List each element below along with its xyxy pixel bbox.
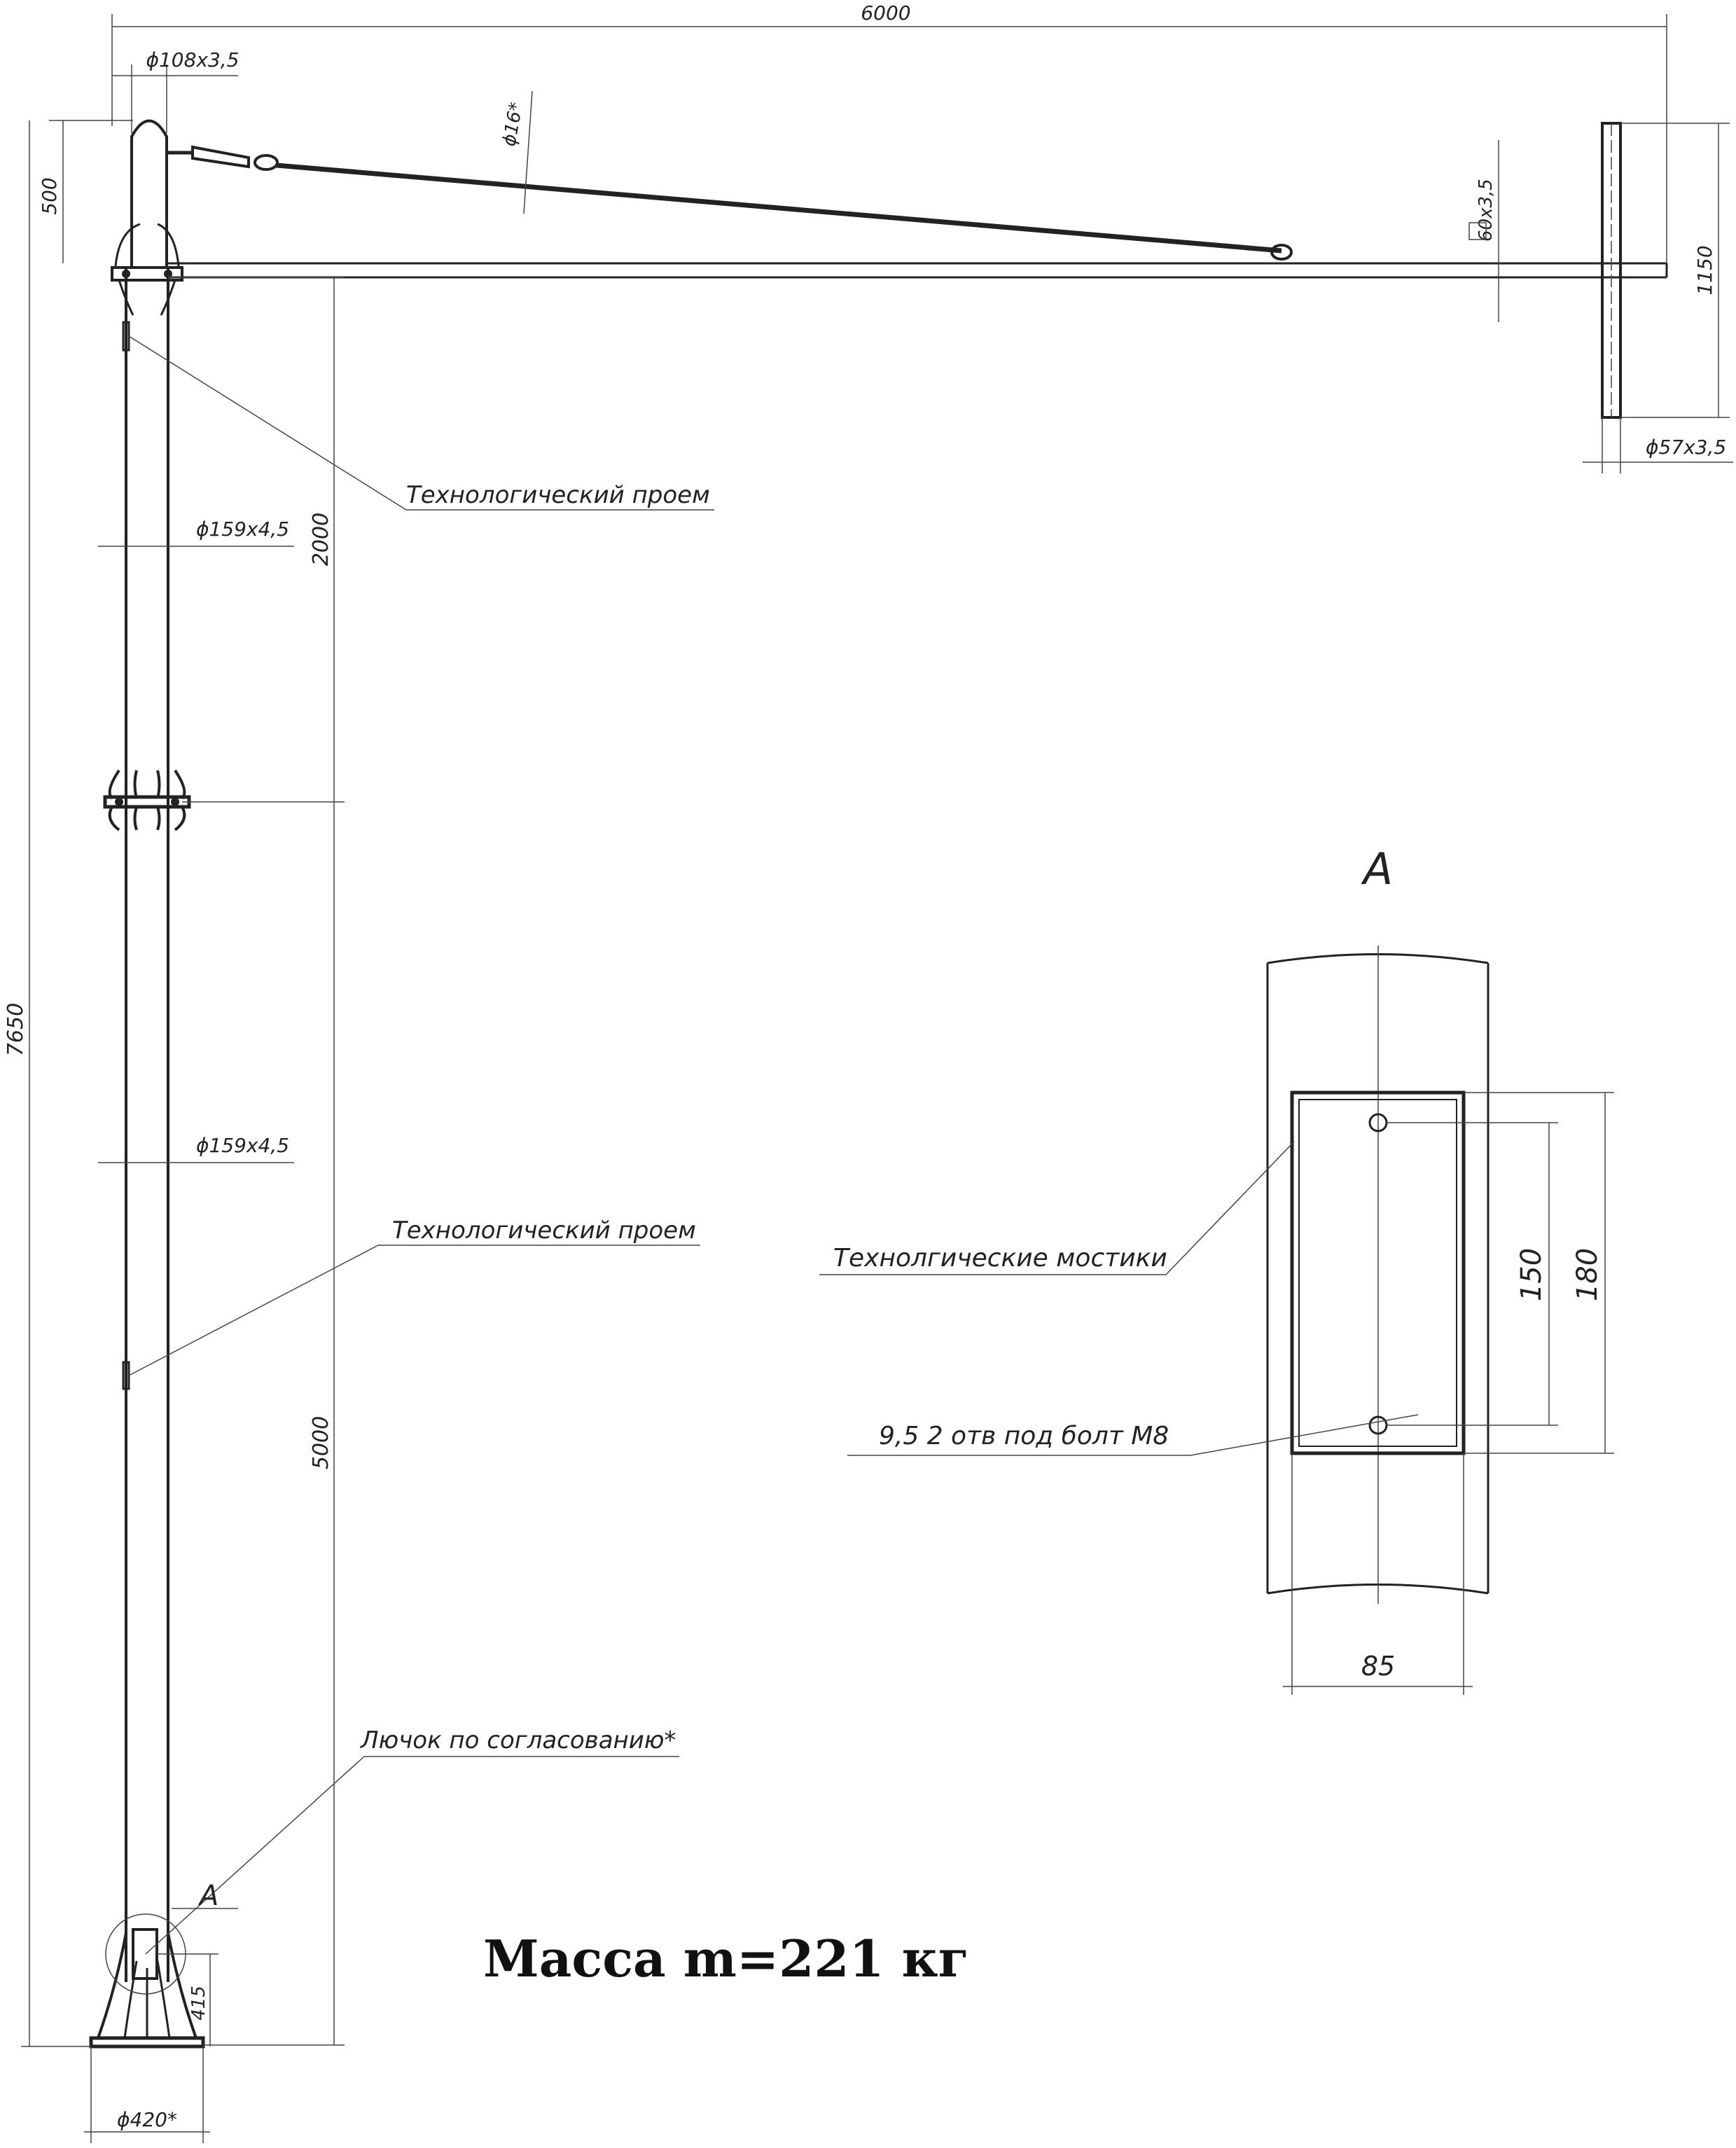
label-tech-bridges: Технолгические мостики: [833, 1244, 1167, 1273]
label-holes: 9,5 2 отв под болт М8: [879, 1422, 1169, 1450]
dim-top-height: 500: [38, 177, 61, 214]
brace-rod: [168, 145, 1293, 261]
dim-85: 85: [1361, 1651, 1395, 1682]
dim-top-tube: ϕ108x3,5: [146, 48, 239, 71]
dim-pole-tube-lower: ϕ159x4,5: [196, 1134, 289, 1157]
dimension-labels: 6000 ϕ108x3,5 ϕ16* 500 7650 2000 5000 ϕ1…: [4, 1, 1726, 2131]
middle-flange: [103, 769, 191, 831]
dim-end-bracket-tube: ϕ57x3,5: [1646, 436, 1726, 459]
dim-pole-tube-upper: ϕ159x4,5: [196, 518, 289, 541]
pole: [89, 119, 205, 2049]
dim-total-height: 7650: [4, 1003, 28, 1056]
note-hatch: Лючок по согласованию*: [359, 1726, 676, 1754]
dim-arm-length: 6000: [861, 1, 910, 25]
dim-hatch-height: 415: [188, 1986, 209, 2021]
callout-marker-a: A: [197, 1880, 218, 1912]
dimension-lines: [21, 14, 1733, 2143]
note-tech-opening-1: Технологический проем: [406, 481, 710, 509]
dim-180: 180: [1571, 1248, 1604, 1301]
detail-a-title: A: [1361, 843, 1393, 894]
dim-upper-section: 2000: [309, 513, 333, 566]
top-flange: [111, 223, 183, 316]
dim-150: 150: [1515, 1248, 1548, 1301]
dim-brace-rod: ϕ16*: [499, 101, 527, 148]
notes: Технологический проем Технологический пр…: [128, 335, 714, 1955]
note-tech-opening-2: Технологический проем: [392, 1217, 696, 1245]
dim-base-diameter: ϕ420*: [117, 2108, 177, 2131]
base: [89, 1932, 205, 2049]
cantilever-arm: [168, 122, 1668, 419]
square-section-icon: [1468, 222, 1487, 240]
detail-a: A 150 180 85 Технолгические мостики 9,5: [819, 843, 1614, 1695]
dim-lower-section: 5000: [309, 1416, 333, 1469]
dim-end-bracket-height: 1150: [1693, 245, 1716, 295]
mass-label: Масса m=221 кг: [483, 1929, 969, 1988]
